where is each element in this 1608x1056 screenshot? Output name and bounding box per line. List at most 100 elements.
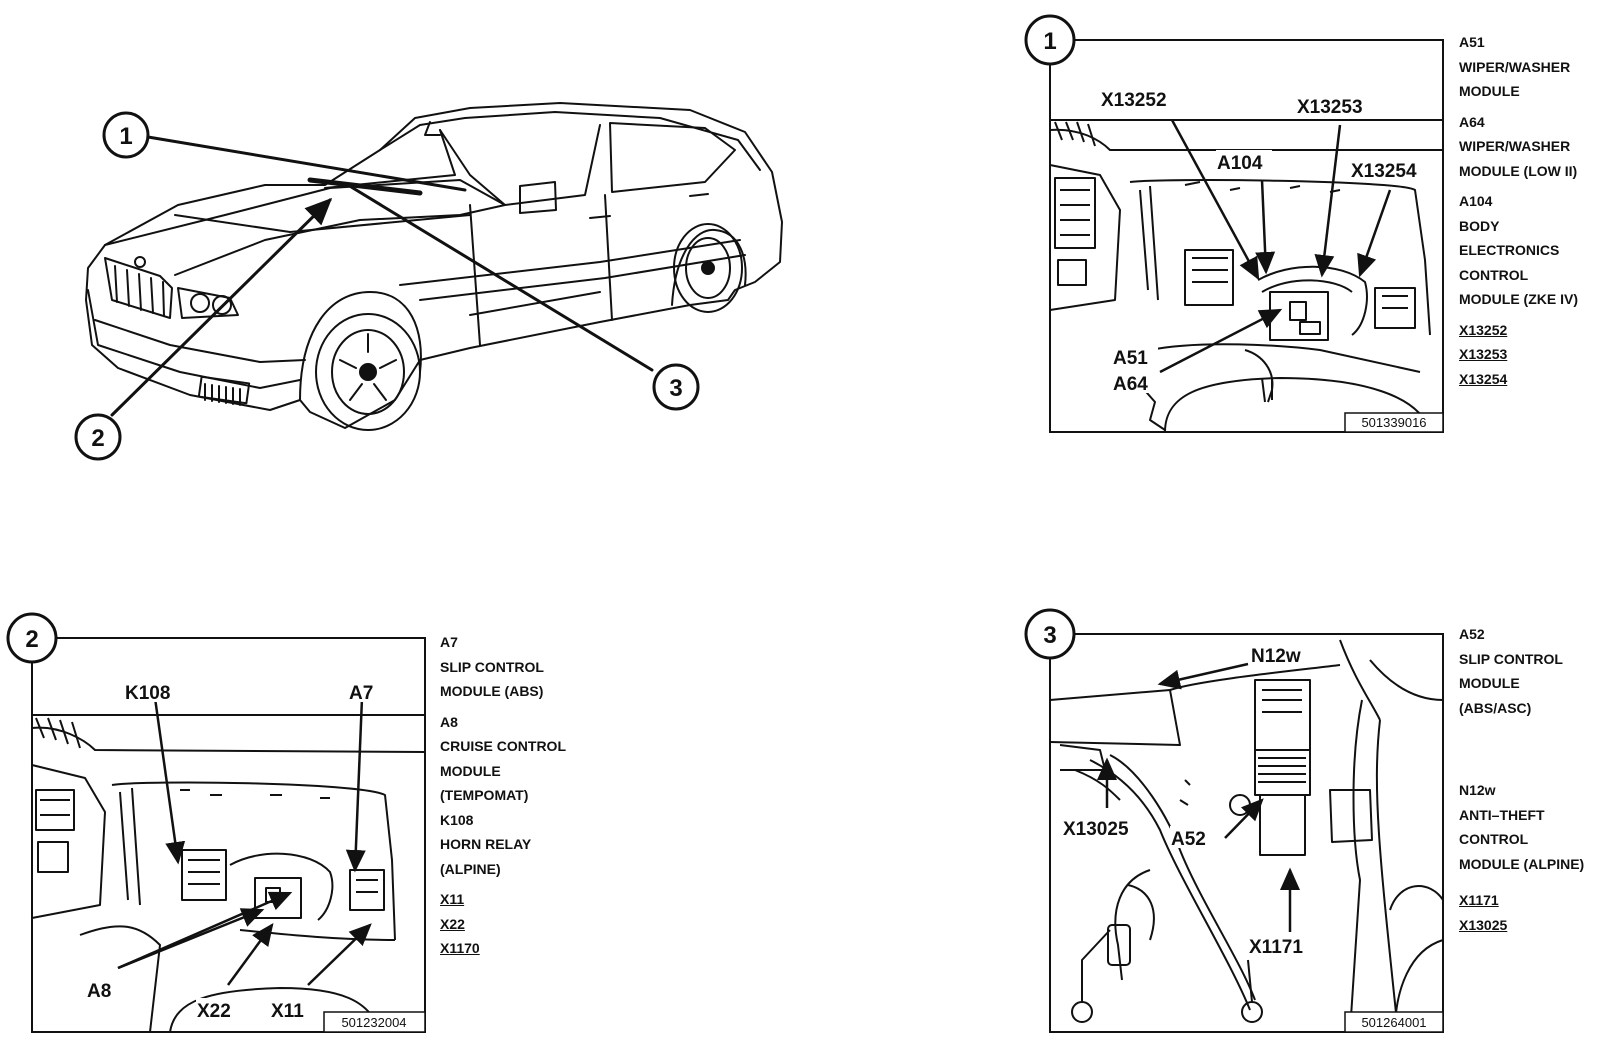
- label-a7: A7: [349, 683, 373, 704]
- detail-panel-1: X13252 X13253 A104 X13254 A51 A64 501339…: [1024, 14, 1444, 433]
- detail-panel-3: N12w X13025 A52 X1171 501264001 3: [1024, 608, 1444, 1033]
- legend-connector-x11: X11: [440, 891, 465, 907]
- detail-panel-2: K108 A7 A8 X22 X11 501232004 2: [6, 612, 426, 1033]
- arrow-x13254: [1357, 189, 1392, 278]
- arrow-x13252: [1170, 119, 1260, 281]
- arrow-n12w: [1157, 662, 1249, 690]
- panel-2-frame: [31, 637, 426, 1033]
- legend-connector-x22: X22: [440, 915, 465, 932]
- legend-connector-x13252: X13252: [1459, 321, 1508, 338]
- legend-a7-code: A7: [440, 634, 458, 650]
- panel-3-code-box: [1344, 1011, 1444, 1033]
- legend-a52-line1: SLIP CONTROL: [1459, 650, 1563, 667]
- arrow-x22: [226, 922, 274, 986]
- legend-a7-line2: MODULE (ABS): [440, 683, 544, 699]
- overview-callout-3-number: 3: [669, 375, 682, 402]
- legend-a104-code: A104: [1459, 193, 1493, 209]
- label-x1171: X1171: [1249, 937, 1303, 958]
- leader-line-3: [346, 183, 654, 372]
- legend-connector-x13253: X13253: [1459, 346, 1508, 362]
- arrow-a51-a64: [1159, 308, 1283, 374]
- overview-callout-2-number: 2: [91, 425, 104, 452]
- car-overview: [85, 102, 783, 431]
- panel-2-code: 501232004: [341, 1015, 406, 1030]
- legend-connector-x13025: X13025: [1459, 916, 1508, 933]
- arrow-a104: [1255, 179, 1276, 275]
- legend-a52-line2: MODULE: [1459, 675, 1520, 691]
- legend-a8-line2: MODULE: [440, 762, 501, 779]
- legend-a8-code: A8: [440, 713, 458, 730]
- legend-k108-code: K108: [440, 811, 474, 828]
- legend-connector-x13254: X13254: [1459, 370, 1508, 387]
- panel-1-arrows: [1159, 119, 1392, 374]
- arrow-a52: [1224, 798, 1264, 839]
- legend-a8-line1: CRUISE CONTROL: [440, 738, 566, 754]
- panel-2-labels: K108 A7 A8 X22 X11: [86, 680, 378, 1022]
- label-a52: A52: [1171, 829, 1206, 850]
- legend-a104-line4: MODULE (ZKE IV): [1459, 291, 1578, 307]
- legend-n12w-line3: MODULE (ALPINE): [1459, 855, 1585, 872]
- leader-line-1: [146, 135, 467, 192]
- panel-3-callout: 3: [1024, 608, 1076, 660]
- legend-a51-line1: WIPER/WASHER: [1459, 58, 1571, 75]
- overview-callout-2: 2: [74, 413, 122, 461]
- legend-a104-line1: BODY: [1459, 217, 1500, 234]
- overview-callout-3: 3: [652, 363, 700, 411]
- legend-a51-code: A51: [1459, 34, 1485, 50]
- label-x13253: X13253: [1297, 97, 1363, 118]
- panel-1-code: 501339016: [1361, 415, 1426, 430]
- label-x13025: X13025: [1063, 819, 1129, 840]
- legend-a64-code: A64: [1459, 113, 1485, 130]
- panel-1-labels: X13252 X13253 A104 X13254 A51 A64: [1100, 87, 1430, 395]
- legend-n12w-line1: ANTI–THEFT: [1459, 806, 1545, 823]
- arrow-a7: [345, 697, 366, 873]
- legend-a52-code: A52: [1459, 626, 1485, 642]
- legend-a52-line3: (ABS/ASC): [1459, 699, 1532, 716]
- panel-3-labels: N12w X13025 A52 X1171: [1062, 643, 1314, 958]
- panel-2-arrows: [117, 697, 372, 986]
- panel-2-legend: A7 SLIP CONTROL MODULE (ABS) A8 CRUISE C…: [440, 630, 610, 961]
- label-a64: A64: [1113, 374, 1148, 395]
- panel-1-callout: 1: [1024, 14, 1076, 66]
- panel-2-callout-number: 2: [25, 626, 38, 653]
- panel-2-callout: 2: [6, 612, 58, 664]
- label-a8: A8: [87, 981, 111, 1002]
- legend-a7-line1: SLIP CONTROL: [440, 658, 544, 675]
- panel-3-callout-number: 3: [1043, 622, 1056, 649]
- legend-a51-line2: MODULE: [1459, 83, 1520, 99]
- legend-a104-line3: CONTROL: [1459, 266, 1529, 283]
- arrow-k108: [153, 697, 186, 865]
- label-x13252: X13252: [1101, 90, 1167, 111]
- label-n12w: N12w: [1251, 646, 1301, 667]
- legend-connector-x1171: X1171: [1459, 892, 1499, 908]
- legend-connector-x1170: X1170: [440, 940, 480, 956]
- panel-2-illustration: [31, 714, 426, 1033]
- panel-3-arrows: [1097, 662, 1300, 932]
- label-x13254: X13254: [1351, 161, 1417, 182]
- label-x11: X11: [271, 1001, 304, 1022]
- label-x22: X22: [197, 1001, 231, 1022]
- legend-a64-line2: MODULE (LOW II): [1459, 162, 1578, 179]
- legend-k108-line1: HORN RELAY: [440, 836, 532, 852]
- car-illustration: [85, 102, 783, 431]
- arrow-x11: [307, 923, 372, 986]
- panel-3-illustration: [1049, 639, 1444, 1033]
- arrow-x13253: [1314, 124, 1342, 278]
- label-a104: A104: [1217, 153, 1263, 174]
- arrow-a8-2: [117, 891, 293, 970]
- legend-a8-line3: (TEMPOMAT): [440, 787, 529, 803]
- panel-3-legend: A52 SLIP CONTROL MODULE (ABS/ASC) N12w A…: [1459, 622, 1604, 937]
- legend-n12w-code: N12w: [1459, 782, 1496, 798]
- panel-1-illustration: [1049, 119, 1443, 433]
- panel-2-code-box: [323, 1011, 426, 1033]
- panel-3-code: 501264001: [1361, 1015, 1426, 1030]
- panel-1-callout-number: 1: [1043, 28, 1056, 55]
- leader-line-2: [110, 197, 333, 417]
- cowl-highlight: [307, 177, 423, 196]
- label-k108: K108: [125, 683, 170, 704]
- overview-callout-1-number: 1: [119, 123, 132, 150]
- panel-1-code-box: [1344, 412, 1444, 433]
- legend-a64-line1: WIPER/WASHER: [1459, 138, 1571, 154]
- panel-1-legend: A51 WIPER/WASHER MODULE A64 WIPER/WASHER…: [1459, 30, 1604, 391]
